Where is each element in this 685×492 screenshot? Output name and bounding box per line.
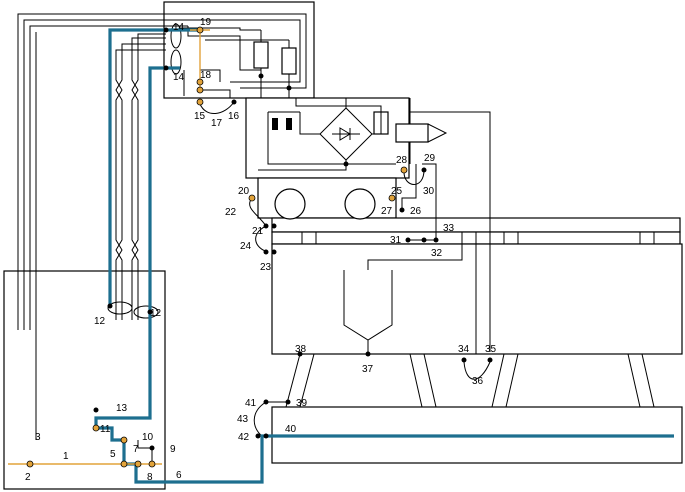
label-14a: 14	[173, 22, 185, 33]
label-12a: 12	[94, 316, 106, 327]
label-3: 3	[35, 432, 41, 443]
label-38: 38	[295, 344, 307, 355]
bond-30	[403, 169, 425, 185]
label-43: 43	[237, 414, 249, 425]
label-5: 5	[110, 449, 116, 460]
label-12b: 12	[150, 308, 162, 319]
ct-ring-14a	[170, 23, 182, 49]
label-22: 22	[225, 207, 237, 218]
label-9: 9	[170, 444, 176, 455]
thin-wires	[17, 13, 491, 464]
support-legs	[285, 353, 655, 408]
label-33: 33	[443, 223, 455, 234]
label-8: 8	[147, 472, 153, 483]
label-32: 32	[431, 248, 443, 259]
ct-ring-14b	[170, 49, 182, 75]
transformer	[268, 111, 300, 130]
label-20: 20	[238, 186, 250, 197]
label-14b: 14	[173, 72, 185, 83]
label-1: 1	[63, 451, 69, 462]
label-27: 27	[381, 206, 393, 217]
label-21: 21	[252, 226, 264, 237]
ct-ring-12b	[133, 305, 159, 319]
labels: 1 2 3 5 6 7 8 9 10 11 12 12 13 14 14 15 …	[25, 17, 497, 483]
label-31: 31	[390, 235, 402, 246]
label-2: 2	[25, 472, 31, 483]
bond-17	[199, 101, 235, 114]
label-25: 25	[391, 186, 403, 197]
label-10: 10	[142, 432, 154, 443]
hopper-frame	[271, 243, 683, 355]
label-30: 30	[423, 186, 435, 197]
label-13: 13	[116, 403, 128, 414]
torch	[395, 98, 448, 164]
label-37: 37	[362, 364, 374, 375]
nodes	[26, 26, 493, 468]
label-26: 26	[410, 206, 422, 217]
label-15: 15	[194, 111, 206, 122]
label-39: 39	[296, 398, 308, 409]
bond-43	[253, 401, 267, 437]
label-42: 42	[238, 432, 250, 443]
label-6: 6	[176, 470, 182, 481]
wheel-right	[344, 188, 376, 220]
label-34: 34	[458, 344, 470, 355]
label-18: 18	[200, 70, 212, 81]
label-28: 28	[396, 155, 408, 166]
label-11: 11	[100, 424, 111, 435]
label-24: 24	[240, 241, 252, 252]
ct-ring-12a	[107, 301, 133, 315]
label-36: 36	[472, 376, 484, 387]
label-29: 29	[424, 153, 436, 164]
label-19: 19	[200, 17, 212, 28]
label-35: 35	[485, 344, 497, 355]
cabinet-box	[3, 270, 166, 490]
rail-beam	[271, 217, 681, 233]
bond-36	[463, 361, 491, 380]
label-41: 41	[245, 398, 257, 409]
label-23: 23	[260, 262, 272, 273]
label-17: 17	[211, 118, 223, 129]
label-7: 7	[133, 444, 139, 455]
wheel-left	[274, 188, 306, 220]
panel-components	[253, 30, 297, 98]
label-40: 40	[285, 424, 297, 435]
rectifier-box	[245, 97, 410, 179]
label-16: 16	[228, 111, 240, 122]
